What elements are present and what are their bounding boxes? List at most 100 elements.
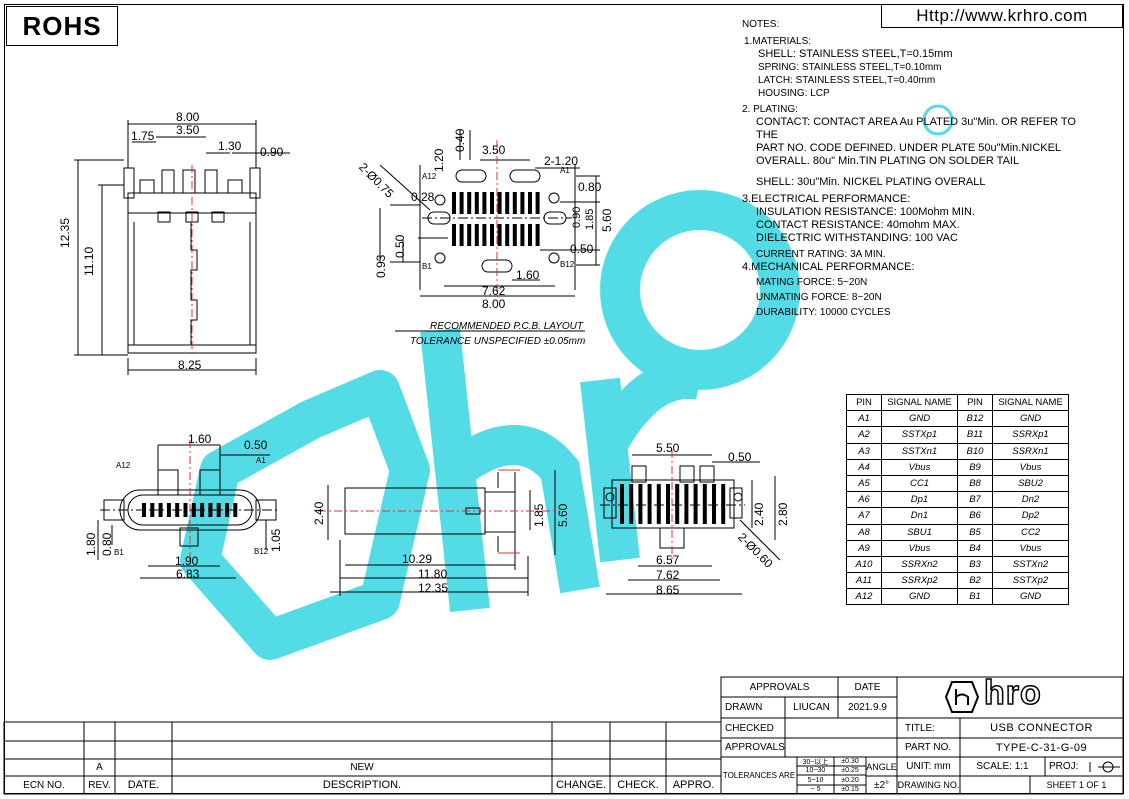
signal-name: SSTXn1 <box>881 442 958 460</box>
projection-label: PROJ: <box>1049 761 1079 772</box>
signal-name: SSRXp2 <box>881 572 958 590</box>
rohs-badge: ROHS <box>6 6 118 46</box>
rev-header-date: DATE. <box>127 779 160 791</box>
dim-label: 2.40 <box>312 501 326 525</box>
pin-label: B12 <box>560 260 575 269</box>
pin-table-header-cell: SIGNAL NAME <box>992 393 1069 412</box>
dim-label: 1.20 <box>432 148 446 172</box>
pin-number: A8 <box>846 523 882 541</box>
hro-logo-text: hro <box>983 673 1042 713</box>
tol-range: 30~以上 <box>802 758 829 766</box>
notes-block: NOTES: 1.MATERIALS: SHELL: STAINLESS STE… <box>742 18 1112 319</box>
pcb-pad <box>528 224 532 246</box>
pin-number: A3 <box>846 442 882 460</box>
signal-name: Dp1 <box>881 491 958 509</box>
hro-logo-icon <box>944 680 980 714</box>
signal-name: Dn1 <box>881 507 958 525</box>
signal-name: GND <box>992 588 1069 606</box>
description-value: NEW <box>350 762 374 773</box>
pin-number: A11 <box>846 572 882 590</box>
signal-name: Vbus <box>881 539 958 557</box>
signal-name: CC1 <box>881 474 958 493</box>
pin-number: B2 <box>957 572 993 590</box>
signal-name: Vbus <box>881 458 958 476</box>
pin-label: A1 <box>560 166 570 175</box>
pin-number: B9 <box>957 458 993 476</box>
title-label: TITLE: <box>905 722 936 734</box>
dim-label: 1.75 <box>131 129 155 143</box>
rev-header-ecn: ECN NO. <box>23 779 65 791</box>
website-url[interactable]: Http://www.krhro.com <box>881 4 1123 28</box>
dim-label: 11.10 <box>82 246 96 276</box>
pin-number: A10 <box>846 555 882 574</box>
bottom-pin <box>702 484 707 524</box>
tol-range: 5~10 <box>807 776 824 784</box>
notes-line: 1.MATERIALS: <box>744 36 812 47</box>
sheet-label: SHEET 1 OF 1 <box>1046 780 1107 790</box>
pcb-pad <box>497 192 502 214</box>
notes-line: CURRENT RATING: 3A MIN. <box>756 249 886 260</box>
dim-label: 0.80 <box>100 532 114 556</box>
pcb-pad <box>482 224 487 246</box>
bottom-pin <box>721 484 726 524</box>
dim-label: 3.50 <box>482 143 506 157</box>
rev-header-description: DESCRIPTION. <box>322 779 402 791</box>
pcb-pad <box>452 192 456 214</box>
dim-label: 5.60 <box>600 208 614 232</box>
bottom-pin <box>675 484 680 524</box>
front-pin <box>216 503 221 517</box>
pin-number: A5 <box>846 474 882 493</box>
pin-number: B11 <box>957 426 993 444</box>
signal-name: SBU1 <box>881 523 958 541</box>
dim-label: 8.00 <box>176 110 200 124</box>
pin-number: B12 <box>957 410 993 428</box>
pcb-pad <box>490 224 494 246</box>
signal-name: Vbus <box>992 539 1069 557</box>
signal-name: GND <box>992 410 1069 428</box>
drawn-by: LIUCAN <box>793 702 830 713</box>
signal-name: Dp2 <box>992 507 1069 525</box>
signal-name: SSRXn1 <box>992 442 1069 460</box>
dim-label: 0.93 <box>374 254 388 278</box>
bottom-view-pins <box>620 484 726 524</box>
notes-line: HOUSING: LCP <box>758 88 830 99</box>
notes-line: SHELL: 30u"Min. NICKEL PLATING OVERALL <box>756 176 986 188</box>
pcb-pad <box>512 224 517 246</box>
pin-number: A12 <box>846 588 882 606</box>
angle-label: ANGLE <box>866 761 897 772</box>
front-pin <box>142 503 146 517</box>
dim-label: 5.50 <box>656 441 680 455</box>
pcb-pad <box>528 192 532 214</box>
bottom-pin <box>684 484 689 524</box>
pin-label: B1 <box>114 548 124 557</box>
dim-label: 0.90 <box>571 206 583 228</box>
front-pin <box>158 503 163 517</box>
rev-header-check: CHECK. <box>617 779 659 791</box>
dim-label: 11.80 <box>418 567 448 581</box>
tol-range: 10~30 <box>805 767 826 774</box>
signal-name: GND <box>881 410 958 428</box>
front-pin <box>225 503 229 517</box>
bottom-pin <box>693 484 698 524</box>
scale-label: SCALE: 1:1 <box>976 761 1029 772</box>
tol-value: ±0.30 <box>841 758 859 765</box>
rev-header-rev: REV. <box>88 779 111 791</box>
bottom-pin <box>647 484 652 524</box>
bottom-pin <box>620 484 624 524</box>
dim-label: 2.40 <box>752 502 766 526</box>
pcb-pad <box>535 224 540 246</box>
notes-line: UNMATING FORCE: 8~20N <box>756 292 882 303</box>
dim-label: 2-1.20 <box>544 154 579 168</box>
pcb-pad <box>474 192 479 214</box>
top-view <box>74 120 290 375</box>
title-block-lines <box>3 676 1124 795</box>
front-pin <box>175 503 180 517</box>
pcb-pad <box>512 192 517 214</box>
